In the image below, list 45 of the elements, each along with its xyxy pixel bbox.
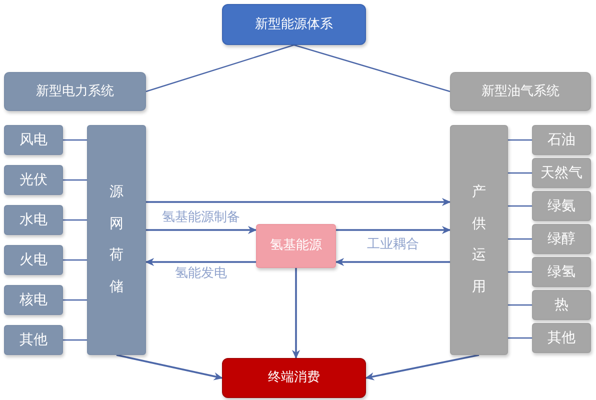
connector-line: [63, 139, 87, 141]
arrow: [146, 226, 257, 234]
connector-line: [63, 299, 87, 301]
connector-line: [63, 179, 87, 181]
arrow: [116, 354, 223, 380]
energy-product-box: 石油: [532, 125, 591, 155]
energy-product-box: 其他: [532, 323, 591, 353]
arrow: [365, 354, 480, 380]
edge-label: 氢基能源制备: [160, 210, 242, 226]
energy-system-box: 新型能源体系: [222, 4, 366, 45]
energy-product-box: 绿氨: [532, 191, 591, 221]
connector-line: [63, 259, 87, 261]
connector-line: [508, 205, 532, 207]
oil-gas-stage-column: 产供运用: [450, 125, 508, 355]
connector-line: [508, 172, 532, 174]
hydrogen-energy-box: 氢基能源: [256, 224, 336, 268]
connector-line: [63, 219, 87, 221]
arrow: [145, 258, 256, 266]
arrow: [336, 226, 451, 234]
power-source-box: 光伏: [4, 165, 63, 195]
arrow: [335, 258, 450, 266]
oil-gas-system-box: 新型油气系统: [450, 72, 591, 111]
power-source-box: 风电: [4, 125, 63, 155]
energy-product-box: 热: [532, 290, 591, 320]
connector-line: [508, 304, 532, 306]
power-stage-column: 源网荷储: [87, 125, 146, 355]
arrow: [292, 268, 300, 359]
power-system-box: 新型电力系统: [4, 72, 146, 111]
connector-line: [63, 339, 87, 341]
connector-line: [508, 271, 532, 273]
power-source-box: 火电: [4, 245, 63, 275]
energy-product-box: 绿氢: [532, 257, 591, 287]
end-consumption-box: 终端消费: [222, 358, 366, 398]
connector-line: [146, 44, 294, 92]
energy-product-box: 天然气: [532, 158, 591, 188]
connector-line: [508, 238, 532, 240]
power-source-box: 其他: [4, 325, 63, 355]
arrow: [146, 198, 451, 206]
energy-product-box: 绿醇: [532, 224, 591, 254]
power-source-box: 核电: [4, 285, 63, 315]
edge-label: 工业耦合: [365, 237, 421, 253]
connector-line: [508, 139, 532, 141]
connector-line: [508, 337, 532, 339]
power-source-box: 水电: [4, 205, 63, 235]
connector-line: [294, 44, 450, 92]
